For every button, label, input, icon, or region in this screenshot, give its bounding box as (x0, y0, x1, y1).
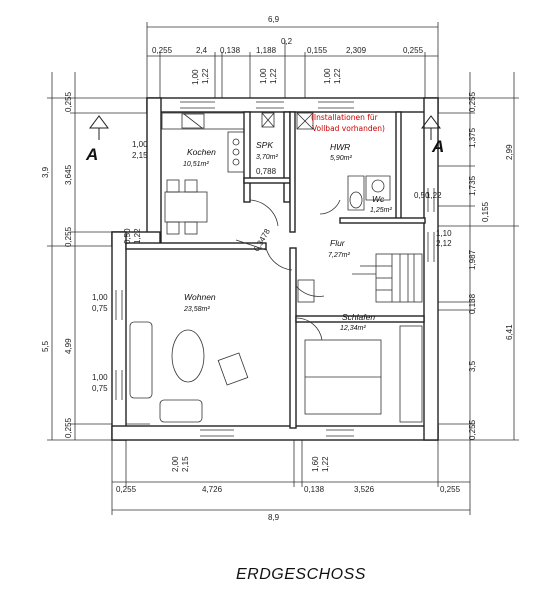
room-spk-area: 3,70m² (256, 154, 278, 161)
room-hwr-area: 5,90m² (330, 155, 352, 162)
room-hwr-name: HWR (330, 142, 350, 152)
opening-2-width: 1,00 (259, 68, 268, 84)
opening-10-width: 2,00 (171, 456, 180, 472)
dim-bottom-seg-3: 0,138 (304, 485, 325, 494)
dim-bottom-seg-5: 0,255 (440, 485, 461, 494)
dim-bottom-total: 8,9 (268, 513, 280, 522)
dim-left-seg-1: 0,255 (64, 91, 73, 112)
opening-6-height: 2,12 (436, 239, 452, 248)
opening-5-height: 1,22 (426, 191, 442, 200)
opening-10-height: 2,15 (181, 456, 190, 472)
dim-top-seg-6: 2,309 (346, 46, 367, 55)
interior-walls (125, 111, 426, 429)
outer-walls (111, 97, 439, 441)
dim-left-seg-3: 0,255 (64, 226, 73, 247)
installation-note: (Installationen für Vollbad vorhanden) (311, 113, 385, 133)
opening-11-width: 1,60 (311, 456, 320, 472)
floor-title: ERDGESCHOSS (236, 566, 366, 583)
spk-width-label: 0,788 (256, 167, 277, 176)
opening-7-height: 1,22 (133, 228, 142, 244)
dim-left-seg-2: 3,645 (64, 164, 73, 185)
note-line-2: Vollbad vorhanden) (312, 124, 385, 133)
section-label-left: A (85, 145, 98, 164)
dim-left-lower-total: 5,5 (41, 340, 50, 352)
section-marker-right: A (421, 115, 444, 156)
stairs (352, 253, 423, 303)
room-kochen-area: 10,51m² (183, 161, 209, 168)
opening-8-width: 1,00 (92, 293, 108, 302)
dim-top-seg-5: 0,155 (307, 46, 328, 55)
opening-7-width: 0,50 (123, 228, 132, 244)
dim-right-upper-total: 2,99 (505, 144, 514, 160)
top-dimensions: 6,9 0,2 0,255 2,4 0,138 1,188 0,155 2,30… (146, 15, 439, 98)
bottom-dimensions: 0,255 4,726 0,138 3,526 0,255 8,9 (111, 440, 471, 522)
living-furniture (129, 279, 423, 423)
dim-right-seg-6: 0,138 (468, 293, 477, 314)
opening-4-height: 2,15 (132, 151, 148, 160)
section-marker-left: A (85, 115, 109, 164)
dim-left-seg-5: 0,255 (64, 417, 73, 438)
dim-left-seg-4: 4,99 (64, 338, 73, 354)
opening-8-height: 0,75 (92, 304, 108, 313)
dim-right-seg-2: 1,375 (468, 127, 477, 148)
opening-3-height: 1,22 (333, 68, 342, 84)
room-flur-name: Flur (330, 238, 346, 248)
dim-right-lower-total: 6,41 (505, 324, 514, 340)
opening-1-height: 1,22 (201, 68, 210, 84)
dim-top-seg-7: 0,255 (403, 46, 424, 55)
dim-bottom-seg-4: 3,526 (354, 485, 375, 494)
opening-2-height: 1,22 (269, 68, 278, 84)
dim-left-upper-total: 3,9 (41, 166, 50, 178)
note-line-1: (Installationen für (311, 113, 379, 122)
room-flur-area: 7,27m² (328, 252, 350, 259)
dim-right-seg-3: 1,735 (468, 175, 477, 196)
opening-9-width: 1,00 (92, 373, 108, 382)
room-wc-name: Wc (372, 194, 385, 204)
opening-11-height: 1,22 (321, 456, 330, 472)
dim-top-seg-4: 1,188 (256, 46, 277, 55)
opening-9-height: 0,75 (92, 384, 108, 393)
room-kochen-name: Kochen (187, 147, 216, 157)
kitchen-furniture (161, 112, 245, 235)
dim-top-total: 6,9 (268, 15, 280, 24)
dim-bottom-seg-1: 0,255 (116, 485, 137, 494)
doors (235, 199, 341, 341)
room-wohnen-area: 23,58m² (183, 306, 210, 313)
opening-3-width: 1,00 (323, 68, 332, 84)
dim-right-seg-5: 1,987 (468, 249, 477, 270)
room-schlafen-name: Schlafen (342, 312, 375, 322)
dim-right-seg-1: 0,255 (468, 91, 477, 112)
dim-top-seg-1: 0,255 (152, 46, 173, 55)
windows (115, 101, 435, 437)
opening-5-width: 0,50 (414, 191, 430, 200)
dim-right-seg-8: 0,255 (468, 419, 477, 440)
room-wohnen-name: Wohnen (184, 292, 216, 302)
opening-1-width: 1,00 (191, 69, 200, 85)
right-dimensions: 0,255 1,375 1,735 0,155 1,987 0,138 3,5 … (438, 72, 519, 441)
dim-top-small: 0,2 (281, 37, 293, 46)
wc-fixtures (347, 175, 391, 211)
opening-4-width: 1,00 (132, 140, 148, 149)
opening-6-width: 1,10 (436, 229, 452, 238)
dim-bottom-seg-2: 4,726 (202, 485, 223, 494)
left-dimensions: 3,9 5,5 0,255 3,645 0,255 4,99 0,255 (41, 72, 150, 441)
dim-top-seg-3: 0,138 (220, 46, 241, 55)
hwr-fixtures (261, 112, 314, 130)
room-spk-name: SPK (256, 140, 273, 150)
dim-top-seg-2: 2,4 (196, 46, 208, 55)
section-label-right: A (431, 137, 444, 156)
room-labels: Kochen 10,51m² SPK 3,70m² HWR 5,90m² Wc … (183, 140, 392, 332)
room-schlafen-area: 12,34m² (340, 325, 366, 332)
dim-right-seg-7: 3,5 (468, 360, 477, 372)
room-wc-area: 1,25m² (370, 207, 392, 214)
dim-right-seg-4: 0,155 (481, 201, 490, 222)
